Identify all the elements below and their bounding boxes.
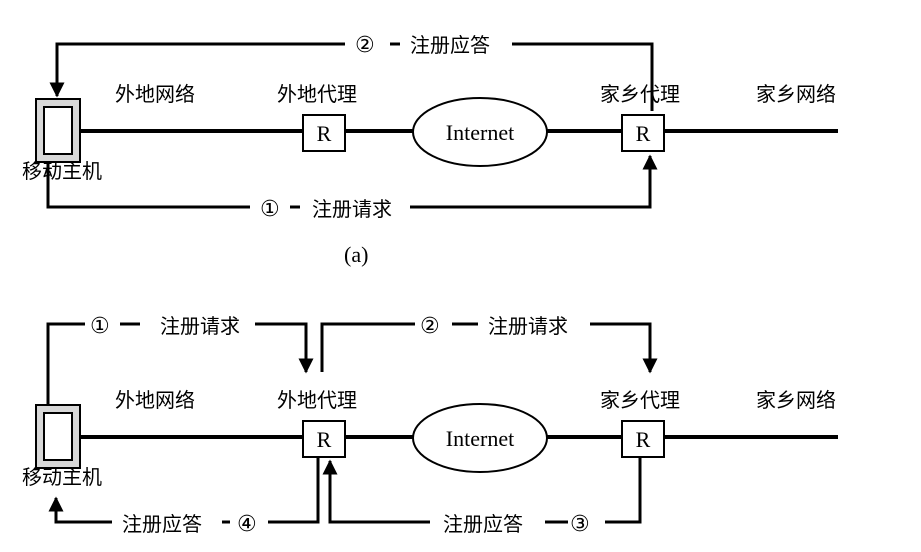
- internet-cloud: Internet: [412, 403, 548, 473]
- home-agent-router: R: [621, 420, 665, 458]
- step-2-text: 注册应答: [410, 33, 490, 57]
- foreign-agent-router: R: [302, 420, 346, 458]
- step-4-text: 注册应答: [122, 512, 202, 536]
- step-2-text: 注册请求: [488, 314, 568, 338]
- router-label: R: [636, 121, 651, 146]
- foreign-agent-router: R: [302, 114, 346, 152]
- internet-cloud: Internet: [412, 97, 548, 167]
- step-1-text: 注册请求: [312, 197, 392, 221]
- home-agent-label: 家乡代理: [600, 82, 680, 106]
- internet-label: Internet: [446, 426, 514, 451]
- step-3-text: 注册应答: [443, 512, 523, 536]
- step-2-number: ②: [355, 33, 375, 58]
- request-2-arrow-path: [320, 322, 650, 372]
- home-network-label: 家乡网络: [756, 388, 836, 412]
- reply-3-arrow-path: [330, 458, 642, 524]
- reply-arrow-path: [57, 42, 654, 111]
- mobile-host-label: 移动主机: [22, 465, 102, 489]
- diagram-a: 移动主机 R Internet R 外地网络 外地代理 家乡代理 家乡网络 ② …: [22, 33, 838, 267]
- router-label: R: [317, 427, 332, 452]
- caption-a: (a): [344, 242, 368, 267]
- home-agent-router: R: [621, 114, 665, 152]
- step-2-number: ②: [420, 314, 440, 339]
- foreign-network-label: 外地网络: [115, 388, 195, 412]
- home-network-label: 家乡网络: [756, 82, 836, 106]
- router-label: R: [317, 121, 332, 146]
- router-label: R: [636, 427, 651, 452]
- request-arrow-path: [46, 156, 650, 209]
- step-1-number: ①: [90, 314, 110, 339]
- step-4-number: ④: [237, 512, 257, 537]
- reply-4-arrow-path: [56, 458, 320, 524]
- foreign-agent-label: 外地代理: [277, 388, 357, 412]
- request-1-arrow-path: [46, 322, 306, 405]
- internet-label: Internet: [446, 120, 514, 145]
- step-3-number: ③: [570, 512, 590, 537]
- step-1-text: 注册请求: [160, 314, 240, 338]
- step-1-number: ①: [260, 197, 280, 222]
- mobile-host-label: 移动主机: [22, 159, 102, 183]
- mobile-host-icon: [35, 404, 81, 469]
- mobile-host-icon: [35, 98, 81, 163]
- foreign-network-label: 外地网络: [115, 82, 195, 106]
- foreign-agent-label: 外地代理: [277, 82, 357, 106]
- diagram-b: 移动主机 R Internet R 外地网络 外地代理 家乡代理 家乡网络 ① …: [22, 314, 838, 537]
- home-agent-label: 家乡代理: [600, 388, 680, 412]
